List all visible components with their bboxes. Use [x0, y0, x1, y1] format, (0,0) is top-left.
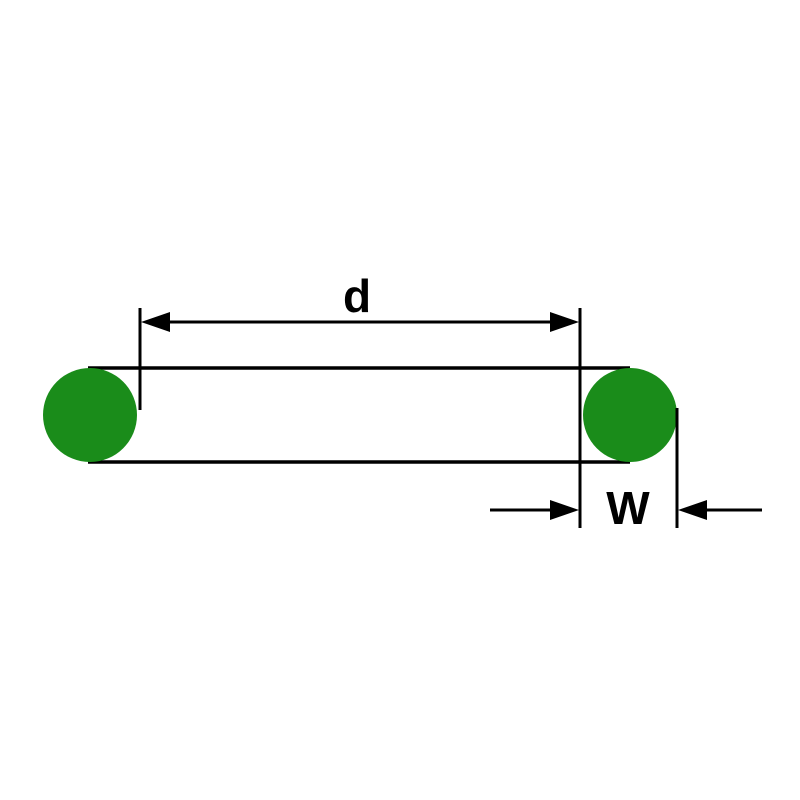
d-arrowhead-right-icon	[550, 312, 579, 332]
cross-section-width-label: W	[606, 482, 650, 534]
w-arrowhead-left-icon	[550, 500, 579, 520]
oring-right-cross-section	[583, 368, 677, 462]
oring-body-lines	[88, 366, 630, 464]
dimension-arrowheads	[141, 312, 707, 520]
d-arrowhead-left-icon	[141, 312, 170, 332]
inner-diameter-label: d	[343, 270, 371, 322]
oring-left-cross-section	[43, 368, 137, 462]
w-arrowhead-right-icon	[678, 500, 707, 520]
dimension-lines	[138, 308, 762, 528]
